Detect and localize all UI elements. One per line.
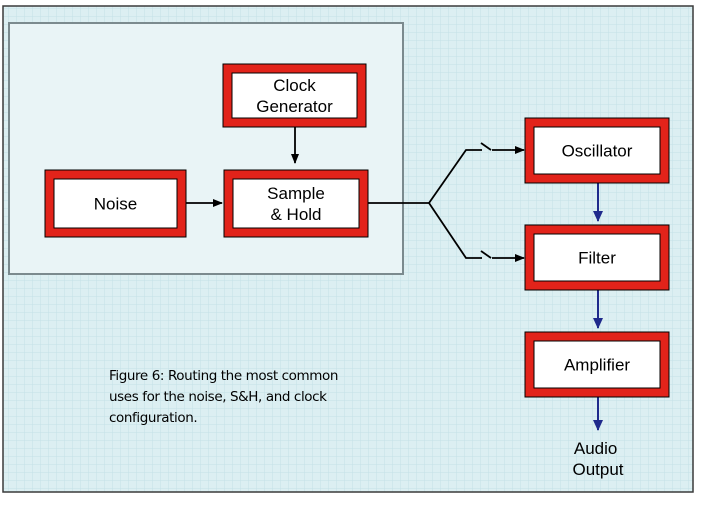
block-face (533, 340, 661, 389)
block-label: Filter (578, 249, 616, 268)
switch-filter (480, 250, 492, 259)
block-face (533, 233, 661, 282)
wire-to-oscillator (428, 149, 482, 204)
audio-output-label: Audio Output (572, 439, 623, 479)
block-label-line: & Hold (270, 205, 321, 224)
caption-line-2: uses for the noise, S&H, and clock (109, 389, 327, 405)
block-label-line: Filter (578, 249, 616, 268)
block-label-line: Clock (273, 76, 316, 95)
block-label-line: Amplifier (564, 356, 630, 375)
wire-to-filter (428, 202, 482, 259)
wires (186, 127, 525, 262)
block-oscillator: Oscillator (524, 117, 670, 184)
audio-output-line-2: Output (572, 460, 623, 479)
switch-oscillator (480, 142, 492, 151)
block-noise: Noise (44, 169, 187, 238)
diagram-frame (2, 5, 694, 493)
audio-output-line-1: Audio (574, 439, 617, 458)
caption-line-1: Figure 6: Routing the most common (109, 368, 338, 384)
block-label: Sample & Hold (267, 184, 325, 224)
block-label: Amplifier (564, 356, 630, 375)
block-label-line: Oscillator (562, 142, 633, 161)
block-filter: Filter (524, 224, 670, 291)
block-label-line: Noise (94, 195, 137, 214)
block-face (533, 126, 661, 175)
block-face (53, 178, 178, 229)
block-face (231, 72, 358, 119)
caption-line-3: configuration. (109, 410, 197, 426)
block-label-line: Generator (256, 97, 333, 116)
figure-caption: Figure 6: Routing the most common uses f… (109, 368, 342, 426)
block-amplifier: Amplifier (524, 331, 670, 398)
block-sample-hold: Sample & Hold (223, 169, 369, 238)
block-face (232, 178, 360, 229)
block-label-line: Sample (267, 184, 325, 203)
block-label: Noise (94, 195, 137, 214)
block-label: Oscillator (562, 142, 633, 161)
